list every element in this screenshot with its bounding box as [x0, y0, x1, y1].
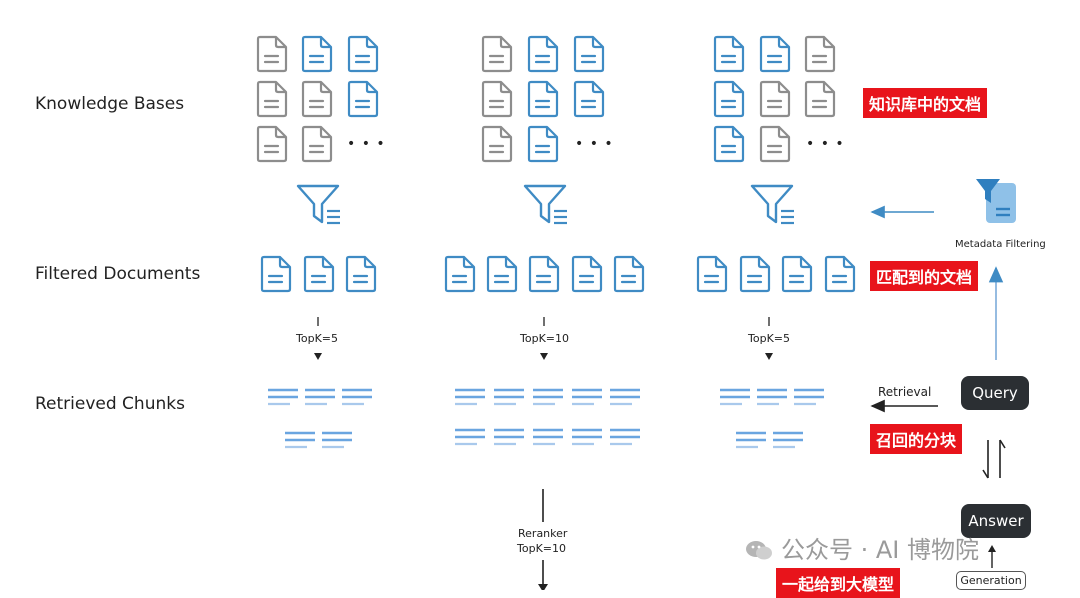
kb-document-icon [301, 125, 333, 163]
kb-document-icon [347, 35, 379, 73]
chunk-icon [572, 428, 602, 446]
filter-icon [296, 184, 340, 225]
generation-arrow-head [988, 545, 996, 552]
kb-document-icon [759, 125, 791, 163]
metadata-filtering-label: Metadata Filtering [955, 239, 1046, 250]
topk-label-1: TopK=5 [296, 332, 338, 345]
chunk-icon [610, 388, 640, 406]
topk-arrow-head [540, 353, 548, 360]
kb-document-icon [527, 80, 559, 118]
chunk-icon [794, 388, 824, 406]
kb-document-icon [713, 125, 745, 163]
chunk-icon [494, 428, 524, 446]
topk-arrow-head [314, 353, 322, 360]
kb-document-icon [301, 80, 333, 118]
answer-node: Answer [961, 504, 1031, 538]
kb-document-icon [759, 80, 791, 118]
kb-document-icon [256, 35, 288, 73]
chunk-icon [305, 388, 335, 406]
chunk-icon [533, 428, 563, 446]
row-label-filtered-documents: Filtered Documents [35, 264, 201, 284]
kb-document-icon [804, 35, 836, 73]
tag-to-llm: 一起给到大模型 [776, 568, 901, 598]
kb-document-icon [481, 80, 513, 118]
reranker-arrow-head [538, 584, 548, 590]
query-node: Query [961, 376, 1029, 410]
kb-document-icon [713, 35, 745, 73]
tag-recalled-chunks: 召回的分块 [870, 424, 963, 454]
kb-document-icon [527, 125, 559, 163]
kb-document-icon [481, 35, 513, 73]
chunk-icon [736, 431, 766, 449]
kb-document-icon [347, 80, 379, 118]
filtered-document-icon [739, 255, 771, 293]
retrieval-label: Retrieval [878, 385, 932, 399]
generation-node: Generation [956, 571, 1026, 590]
watermark: 公众号 · AI 博物院 [745, 530, 979, 565]
kb-document-icon [256, 80, 288, 118]
kb-ellipsis-3: • • • [806, 136, 845, 152]
chunk-icon [285, 431, 315, 449]
chunk-icon [773, 431, 803, 449]
filtered-document-icon [781, 255, 813, 293]
chunk-icon [268, 388, 298, 406]
metadata-filtering-icon [976, 179, 1016, 223]
chunk-icon [720, 388, 750, 406]
tag-kb-docs: 知识库中的文档 [863, 88, 988, 118]
filter-icon [523, 184, 567, 225]
chunk-icon [757, 388, 787, 406]
kb-document-icon [301, 35, 333, 73]
chunk-icon [533, 388, 563, 406]
filtered-document-icon [345, 255, 377, 293]
tag-matched-docs: 匹配到的文档 [870, 261, 979, 291]
chunk-icon [322, 431, 352, 449]
filtered-document-icon [613, 255, 645, 293]
kb-ellipsis-2: • • • [575, 136, 614, 152]
filtered-document-icon [571, 255, 603, 293]
kb-document-icon [573, 35, 605, 73]
row-label-retrieved-chunks: Retrieved Chunks [35, 394, 185, 414]
swap-arrow-up-head [999, 439, 1006, 449]
topk-arrow-head [765, 353, 773, 360]
kb-document-icon [527, 35, 559, 73]
topk-label-3: TopK=5 [748, 332, 790, 345]
filter-icon [750, 184, 794, 225]
chunk-icon [342, 388, 372, 406]
filtered-document-icon [260, 255, 292, 293]
filtered-document-icon [444, 255, 476, 293]
topk-label-2: TopK=10 [520, 332, 569, 345]
kb-document-icon [759, 35, 791, 73]
kb-ellipsis-1: • • • [347, 136, 386, 152]
chunk-icon [455, 428, 485, 446]
chunk-icon [455, 388, 485, 406]
filtered-document-icon [696, 255, 728, 293]
swap-arrow-down-head [982, 469, 989, 479]
kb-document-icon [481, 125, 513, 163]
filtered-document-icon [824, 255, 856, 293]
kb-document-icon [256, 125, 288, 163]
wechat-icon [745, 539, 773, 561]
kb-document-icon [573, 80, 605, 118]
row-label-knowledge-bases: Knowledge Bases [35, 94, 185, 114]
filtered-document-icon [486, 255, 518, 293]
kb-document-icon [713, 80, 745, 118]
chunk-icon [572, 388, 602, 406]
reranker-topk-label: TopK=10 [517, 542, 566, 555]
filtered-document-icon [528, 255, 560, 293]
reranker-label: Reranker [518, 527, 568, 540]
filtered-document-icon [303, 255, 335, 293]
chunk-icon [494, 388, 524, 406]
watermark-text: 公众号 · AI 博物院 [781, 536, 980, 564]
kb-document-icon [804, 80, 836, 118]
chunk-icon [610, 428, 640, 446]
